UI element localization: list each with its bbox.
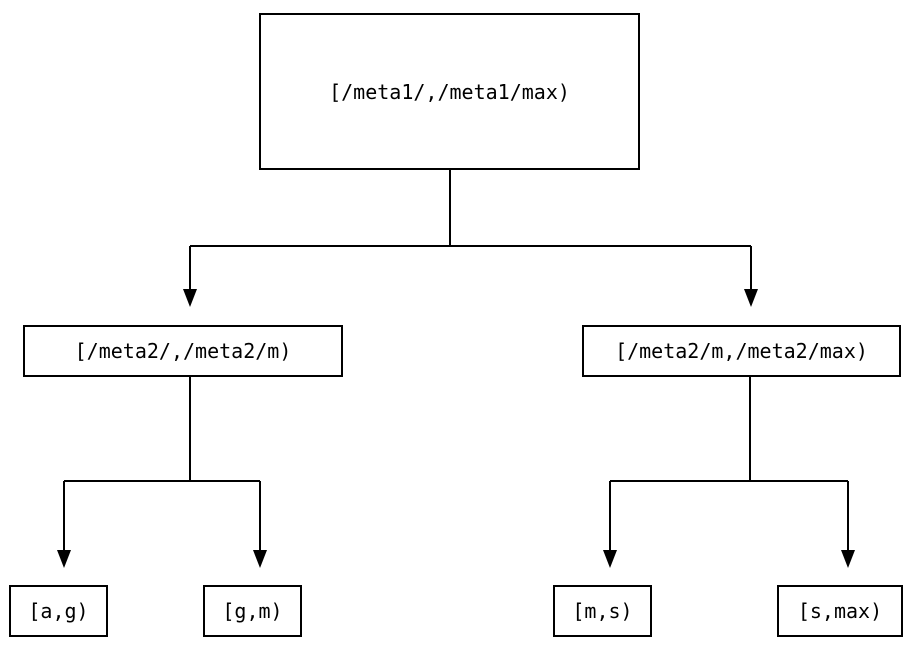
tree-node-root-meta1-range: [/meta1/,/meta1/max) — [259, 13, 640, 170]
tree-node-leaf-ms: [m,s) — [553, 585, 652, 637]
tree-node-right-meta2-range: [/meta2/m,/meta2/max) — [582, 325, 901, 377]
arrowhead-to-left-meta2 — [183, 289, 197, 307]
arrowhead-to-right-meta2 — [744, 289, 758, 307]
arrowhead-to-leaf-ag — [57, 550, 71, 568]
tree-node-leaf-smax: [s,max) — [777, 585, 903, 637]
edge-root-to-level2 — [189, 170, 752, 290]
tree-node-left-meta2-range: [/meta2/,/meta2/m) — [23, 325, 343, 377]
edge-left-meta2-to-leaves — [63, 377, 261, 551]
arrowhead-to-leaf-smax — [841, 550, 855, 568]
edge-right-meta2-to-leaves — [609, 377, 849, 551]
tree-node-leaf-gm: [g,m) — [203, 585, 302, 637]
arrowhead-to-leaf-ms — [603, 550, 617, 568]
arrowhead-to-leaf-gm — [253, 550, 267, 568]
tree-node-leaf-ag: [a,g) — [9, 585, 108, 637]
